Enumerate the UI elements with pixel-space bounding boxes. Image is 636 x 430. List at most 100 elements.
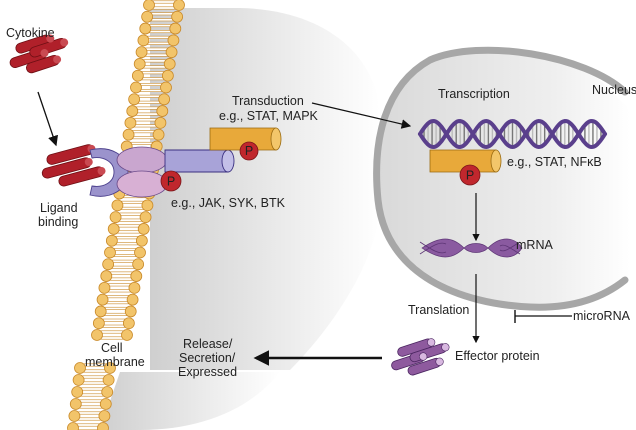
lipid-tails	[111, 259, 135, 269]
lipid-tails	[76, 423, 100, 430]
cytokine-molecule	[9, 34, 69, 74]
receptor-phosphate: P	[160, 170, 182, 192]
lipid-head	[122, 128, 135, 141]
translation-label: Translation	[408, 303, 469, 317]
lipid-head	[169, 22, 182, 35]
lipid-head	[135, 234, 148, 247]
lipid-head	[121, 329, 133, 341]
lipid-head	[104, 246, 116, 259]
lipid-tails	[152, 0, 176, 10]
svg-text:P: P	[167, 175, 175, 189]
lipid-head	[173, 0, 185, 11]
ligand-binding-label-1: Ligand	[40, 201, 78, 215]
lipid-head	[163, 58, 176, 70]
lipid-head	[131, 69, 144, 82]
cytoplasm-region-lower	[100, 372, 280, 430]
lipid-head	[139, 211, 152, 224]
lipid-head	[109, 211, 122, 224]
lipid-head	[97, 422, 109, 430]
lipid-head	[101, 386, 114, 398]
lipid-head	[107, 223, 120, 235]
cytoplasm-region	[150, 8, 380, 370]
lipid-head	[132, 258, 145, 271]
transcription-label: Transcription	[438, 87, 510, 101]
lipid-head	[96, 293, 109, 306]
nucleus-envelope	[373, 46, 629, 311]
lipid-head	[141, 10, 154, 23]
lipid-tails	[121, 200, 144, 210]
lipid-head	[161, 69, 174, 82]
release-label-2: Secretion/	[179, 351, 236, 365]
lipid-head	[99, 398, 112, 410]
lipid-head	[135, 46, 148, 59]
lipid-head	[124, 305, 137, 318]
nucleus-label: Nucleus	[592, 83, 636, 97]
kinase-examples-label: e.g., JAK, SYK, BTK	[171, 196, 286, 210]
lipid-tails	[115, 236, 139, 246]
lipid-head	[111, 199, 124, 212]
lipid-head	[143, 0, 155, 11]
lipid-head	[74, 362, 86, 374]
cytokine-label: Cytokine	[6, 26, 55, 40]
lipid-head	[104, 362, 116, 374]
lipid-head	[165, 46, 178, 59]
transduction-label: Transduction	[232, 94, 304, 108]
lipid-tails	[108, 283, 131, 293]
lipid-head	[134, 246, 146, 259]
mrna-strand	[419, 238, 523, 258]
lipid-head	[171, 10, 184, 23]
lipid-head	[137, 223, 150, 235]
transduction-arrow	[311, 102, 412, 129]
cell-membrane-label-2: membrane	[85, 355, 145, 369]
lipid-head	[98, 410, 111, 422]
lipid-head	[102, 374, 115, 386]
lipid-head	[133, 58, 146, 70]
lipid-tails	[106, 295, 129, 305]
binding-arrow	[37, 91, 58, 147]
microrna-inhibition	[514, 310, 572, 323]
lipid-tails	[78, 411, 101, 421]
transduction-examples-label: e.g., STAT, MAPK	[219, 109, 319, 123]
lipid-tails	[80, 387, 104, 397]
svg-text:P: P	[245, 144, 253, 158]
mrna-label: mRNA	[516, 238, 553, 252]
release-label-3: Expressed	[178, 365, 237, 379]
stat-cytoplasm: P	[209, 127, 282, 161]
lipid-tails	[102, 318, 126, 328]
lipid-tails	[79, 399, 103, 409]
lipid-tails	[100, 330, 124, 340]
lipid-head	[152, 128, 165, 141]
lipid-head	[160, 81, 172, 94]
lipid-head	[156, 105, 169, 117]
lipid-head	[122, 317, 135, 330]
lipid-head	[158, 93, 171, 106]
dna-helix	[418, 118, 607, 150]
lipid-tails	[113, 248, 137, 258]
lipid-head	[139, 22, 152, 35]
lipid-head	[126, 293, 139, 306]
lipid-head	[130, 270, 143, 282]
lipid-head	[167, 34, 180, 47]
cell-membrane-label-1: Cell	[101, 341, 123, 355]
lipid-head	[68, 410, 81, 422]
lipid-head	[128, 93, 141, 106]
receptor	[89, 146, 235, 198]
dna-backbone	[418, 118, 607, 150]
lipid-tails	[117, 224, 141, 234]
lipid-tails	[82, 375, 105, 385]
lipid-head	[130, 81, 142, 94]
ligand-binding-label-2: binding	[38, 215, 78, 229]
dna-backbone	[418, 118, 607, 150]
lipid-head	[72, 374, 85, 386]
effector-protein-label: Effector protein	[455, 349, 540, 363]
release-label-1: Release/	[183, 337, 233, 351]
transcription-factor: P	[429, 149, 502, 186]
lipid-head	[69, 398, 82, 410]
lipid-head	[126, 105, 139, 117]
lipid-head	[102, 258, 115, 271]
lipid-tails	[119, 212, 142, 222]
lipid-head	[141, 199, 154, 212]
microrna-label: microRNA	[573, 309, 631, 323]
transcription-factor-examples-label: e.g., STAT, NFκB	[507, 155, 602, 169]
